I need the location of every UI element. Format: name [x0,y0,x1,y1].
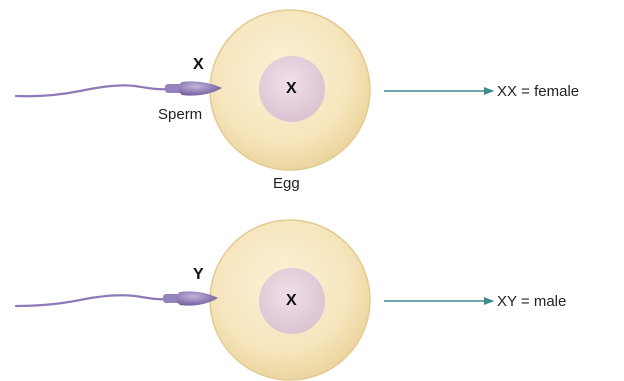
panel-1 [16,10,493,170]
sperm-tail [16,85,168,96]
egg-chromosome-label: X [286,81,297,97]
result-label-male: XY = male [497,294,566,309]
result-label-female: XX = female [497,84,579,99]
panel-2 [16,220,493,380]
sperm-chromosome-label: Y [193,267,204,283]
sperm-tail [16,295,166,306]
egg-chromosome-label: X [286,293,297,309]
egg-label: Egg [273,176,300,191]
sperm-label: Sperm [158,107,202,122]
sperm-chromosome-label: X [193,57,204,73]
